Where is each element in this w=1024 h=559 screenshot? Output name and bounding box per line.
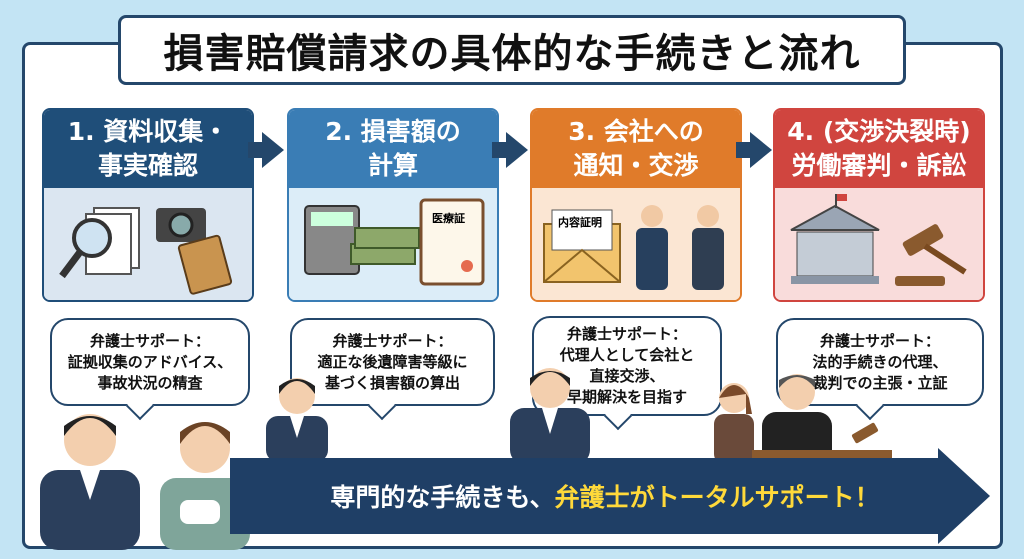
magnifier-icon <box>59 218 112 279</box>
bubble-line: 事故状況の精査 <box>97 373 203 392</box>
bubble-heading: 弁護士サポート： <box>89 331 210 350</box>
envelope-label: 内容証明 <box>558 216 602 229</box>
step-title-line1: 3. 会社への <box>568 117 704 146</box>
lawyer-figure <box>40 414 140 550</box>
clipboard-icon <box>419 198 485 286</box>
step-title-line2: 計算 <box>367 151 418 180</box>
flow-arrow-icon <box>736 132 772 168</box>
step-title-line2: 通知・交渉 <box>573 151 699 180</box>
step-card-3: 3. 会社への通知・交渉 内容証明 <box>530 108 742 302</box>
step-title-line1: 2. 損害額の <box>325 117 461 146</box>
gavel-icon <box>895 224 967 286</box>
bubble-line: 証拠収集のアドバイス、 <box>67 352 233 371</box>
step-card-2: 2. 損害額の計算 医療証 <box>287 108 499 302</box>
bubble-line: 裁判での主張・立証 <box>812 373 948 392</box>
step-title-line2: 労働審判・訴訟 <box>791 151 967 180</box>
bubble-heading: 弁護士サポート： <box>332 331 453 350</box>
injured-worker-figure <box>160 422 250 550</box>
bubble-line: 直接交渉、 <box>589 367 665 385</box>
step-title-line1: 1. 資料収集・ <box>67 117 229 146</box>
banner-text-2: 弁護士が <box>554 483 655 512</box>
support-bubble-2: 弁護士サポート： 適正な後遺障害等級に 基づく損害額の算出 <box>290 318 495 406</box>
evidence-icons <box>59 207 233 295</box>
clipboard-label: 医療証 <box>432 212 465 225</box>
lawyer-negotiation-illustration <box>510 368 754 464</box>
notebook-icon <box>177 234 233 295</box>
bubble-line: 適正な後遺障害等級に <box>317 352 468 371</box>
bubble-line: 基づく損害額の算出 <box>324 373 460 392</box>
courthouse-icon <box>790 194 880 284</box>
support-bubble-4: 弁護士サポート： 法的手続きの代理、 裁判での主張・立証 <box>776 318 984 406</box>
bubble-heading: 弁護士サポート： <box>819 331 940 350</box>
camera-icon <box>156 208 206 242</box>
banner-text-1: 専門的な手続きも、 <box>330 483 555 512</box>
bubble-line: 早期解決を目指す <box>566 388 687 406</box>
flow-arrow-icon <box>248 132 284 168</box>
summary-banner: 専門的な手続きも、 弁護士が トータルサポート！ <box>230 458 940 534</box>
step-card-4: 4. (交渉決裂時) 労働審判・訴訟 <box>773 108 985 302</box>
cash-icon <box>350 227 420 265</box>
lawyer-figure-2 <box>266 378 328 462</box>
court-icons <box>790 194 967 286</box>
judge-illustration <box>752 374 892 468</box>
bubble-heading: 弁護士サポート： <box>566 325 687 343</box>
bubble-line: 代理人として会社と <box>559 346 695 364</box>
lawyer-and-client-illustration <box>40 414 250 550</box>
calculator-icon <box>304 205 360 275</box>
step-title-line2: 事実確認 <box>97 151 198 180</box>
step-title-line1: 4. (交渉決裂時) <box>787 117 971 146</box>
step-card-1: 1. 資料収集・事実確認 <box>42 108 254 302</box>
calculation-icons <box>304 198 485 286</box>
bubble-line: 法的手続きの代理、 <box>812 352 948 371</box>
negotiation-icons <box>543 205 724 290</box>
flow-arrow-icon <box>492 132 528 168</box>
banner-arrowhead-icon <box>938 448 990 544</box>
envelope-icon <box>543 209 621 283</box>
support-bubble-1: 弁護士サポート： 証拠収集のアドバイス、 事故状況の精査 <box>50 318 250 406</box>
handshake-icon <box>636 205 724 290</box>
banner-text-3: トータルサポート！ <box>654 483 880 512</box>
page-title: 損害賠償請求の具体的な手続きと流れ <box>118 15 906 85</box>
